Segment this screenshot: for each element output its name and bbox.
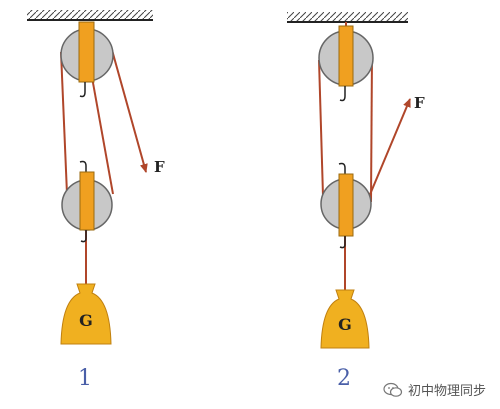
- force-label-1: F: [154, 158, 165, 176]
- watermark: 初中物理同步: [383, 380, 486, 399]
- watermark-text: 初中物理同步: [407, 384, 486, 399]
- movable-pulley-2: [320, 162, 372, 249]
- figure-2-caption: 2: [337, 366, 351, 391]
- wechat-icon: [383, 382, 403, 397]
- load-label-1: G: [79, 311, 93, 330]
- weight-2: G: [320, 289, 370, 349]
- fixed-pulley-2: [318, 25, 374, 102]
- weight-1: G: [60, 283, 112, 345]
- rope-1: [60, 49, 148, 284]
- movable-pulley-1: [61, 160, 113, 243]
- ceiling-1: [27, 10, 153, 21]
- force-label-2: F: [414, 94, 425, 112]
- load-label-2: G: [338, 315, 352, 334]
- fixed-pulley-1: [60, 21, 114, 98]
- figure-1-caption: 1: [78, 366, 92, 391]
- ceiling-2: [287, 12, 408, 23]
- figure-1: G F: [27, 10, 165, 345]
- figure-2: G F: [287, 12, 425, 349]
